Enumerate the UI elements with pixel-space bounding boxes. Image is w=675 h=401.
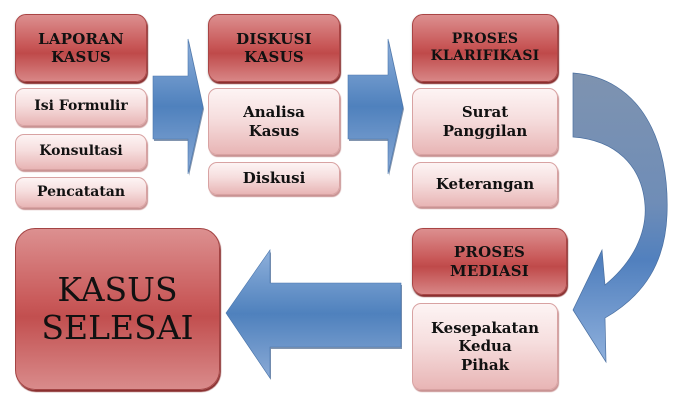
step-isi-formulir: Isi Formulir	[15, 88, 147, 126]
step-analisa-kasus: Analisa Kasus	[208, 88, 340, 155]
stage-header-line: MEDIASI	[450, 261, 529, 280]
step-label-line: Kesepakatan	[430, 319, 540, 338]
step-label-line: Analisa	[243, 103, 305, 122]
stage-header-proses-mediasi: PROSES MEDIASI	[412, 228, 567, 295]
step-label-line: Pihak	[461, 355, 509, 374]
step-label-line: Surat	[461, 103, 509, 122]
step-label: Keterangan	[435, 175, 535, 194]
step-label: Pencatatan	[36, 183, 126, 200]
stage-header-proses-klarifikasi: PROSES KLARIFIKASI	[412, 14, 558, 82]
step-label-line: Panggilan	[442, 121, 528, 140]
step-keterangan: Keterangan	[412, 162, 558, 207]
step-label: Isi Formulir	[34, 98, 128, 115]
stage-header-line: PROSES	[451, 30, 519, 47]
arrow-right-icon	[347, 38, 404, 176]
step-pencatatan: Pencatatan	[15, 177, 147, 208]
stage-header-line: DISKUSI	[236, 29, 312, 48]
final-stage-kasus-selesai: KASUS SELESAI	[15, 228, 220, 390]
final-stage-line: SELESAI	[41, 308, 194, 347]
stage-header-line: KASUS	[244, 48, 304, 66]
step-label-line: Kedua	[458, 337, 512, 356]
step-label: Diskusi	[242, 169, 306, 188]
step-label-line: Kasus	[248, 121, 300, 140]
stage-header-diskusi-kasus: DISKUSI KASUS	[208, 14, 340, 82]
step-konsultasi: Konsultasi	[15, 134, 147, 170]
step-label: Konsultasi	[39, 143, 123, 160]
stage-header-line: KLARIFIKASI	[430, 48, 540, 64]
arrow-right-icon	[152, 38, 204, 176]
stage-header-laporan-kasus: LAPORAN KASUS	[15, 14, 147, 82]
step-diskusi: Diskusi	[208, 162, 340, 195]
stage-header-line: PROSES	[453, 243, 526, 262]
stage-header-line: LAPORAN	[38, 29, 124, 48]
final-stage-line: KASUS	[57, 270, 178, 310]
arrow-left-icon	[225, 249, 402, 380]
step-kesepakatan-kedua-pihak: Kesepakatan Kedua Pihak	[412, 303, 558, 390]
stage-header-line: KASUS	[51, 48, 111, 66]
step-surat-panggilan: Surat Panggilan	[412, 88, 558, 155]
curved-arrow-down-icon	[572, 72, 668, 364]
